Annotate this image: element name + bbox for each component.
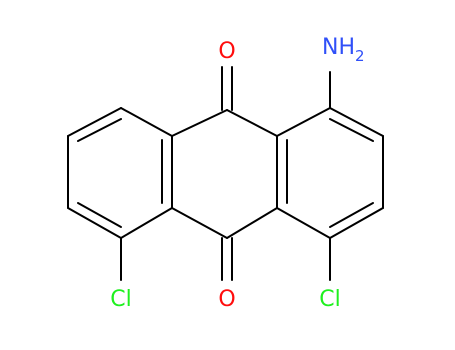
amino-group-label: NH2 bbox=[322, 35, 365, 65]
oxygen-label-top: O bbox=[218, 39, 235, 64]
chlorine-label-left: Cl bbox=[110, 287, 131, 312]
oxygen-label-bottom: O bbox=[218, 287, 235, 312]
bond-lines bbox=[67, 66, 384, 281]
amino-subscript: 2 bbox=[355, 47, 365, 65]
chlorine-label-right: Cl bbox=[319, 287, 340, 312]
double-bond-inner bbox=[329, 202, 374, 228]
double-bond-inner bbox=[329, 118, 374, 142]
bond bbox=[171, 109, 228, 137]
bond bbox=[67, 107, 122, 137]
bond bbox=[171, 207, 228, 239]
bond bbox=[329, 207, 384, 239]
bond bbox=[120, 107, 173, 137]
bond bbox=[67, 207, 122, 239]
bond bbox=[329, 107, 384, 137]
double-bond-inner bbox=[77, 118, 122, 142]
amino-nh-text: NH bbox=[322, 35, 355, 60]
bond bbox=[226, 109, 278, 137]
bond bbox=[276, 207, 331, 239]
bond bbox=[226, 207, 278, 239]
double-bond-inner bbox=[77, 202, 122, 228]
bond bbox=[120, 207, 173, 239]
bond bbox=[276, 107, 331, 137]
